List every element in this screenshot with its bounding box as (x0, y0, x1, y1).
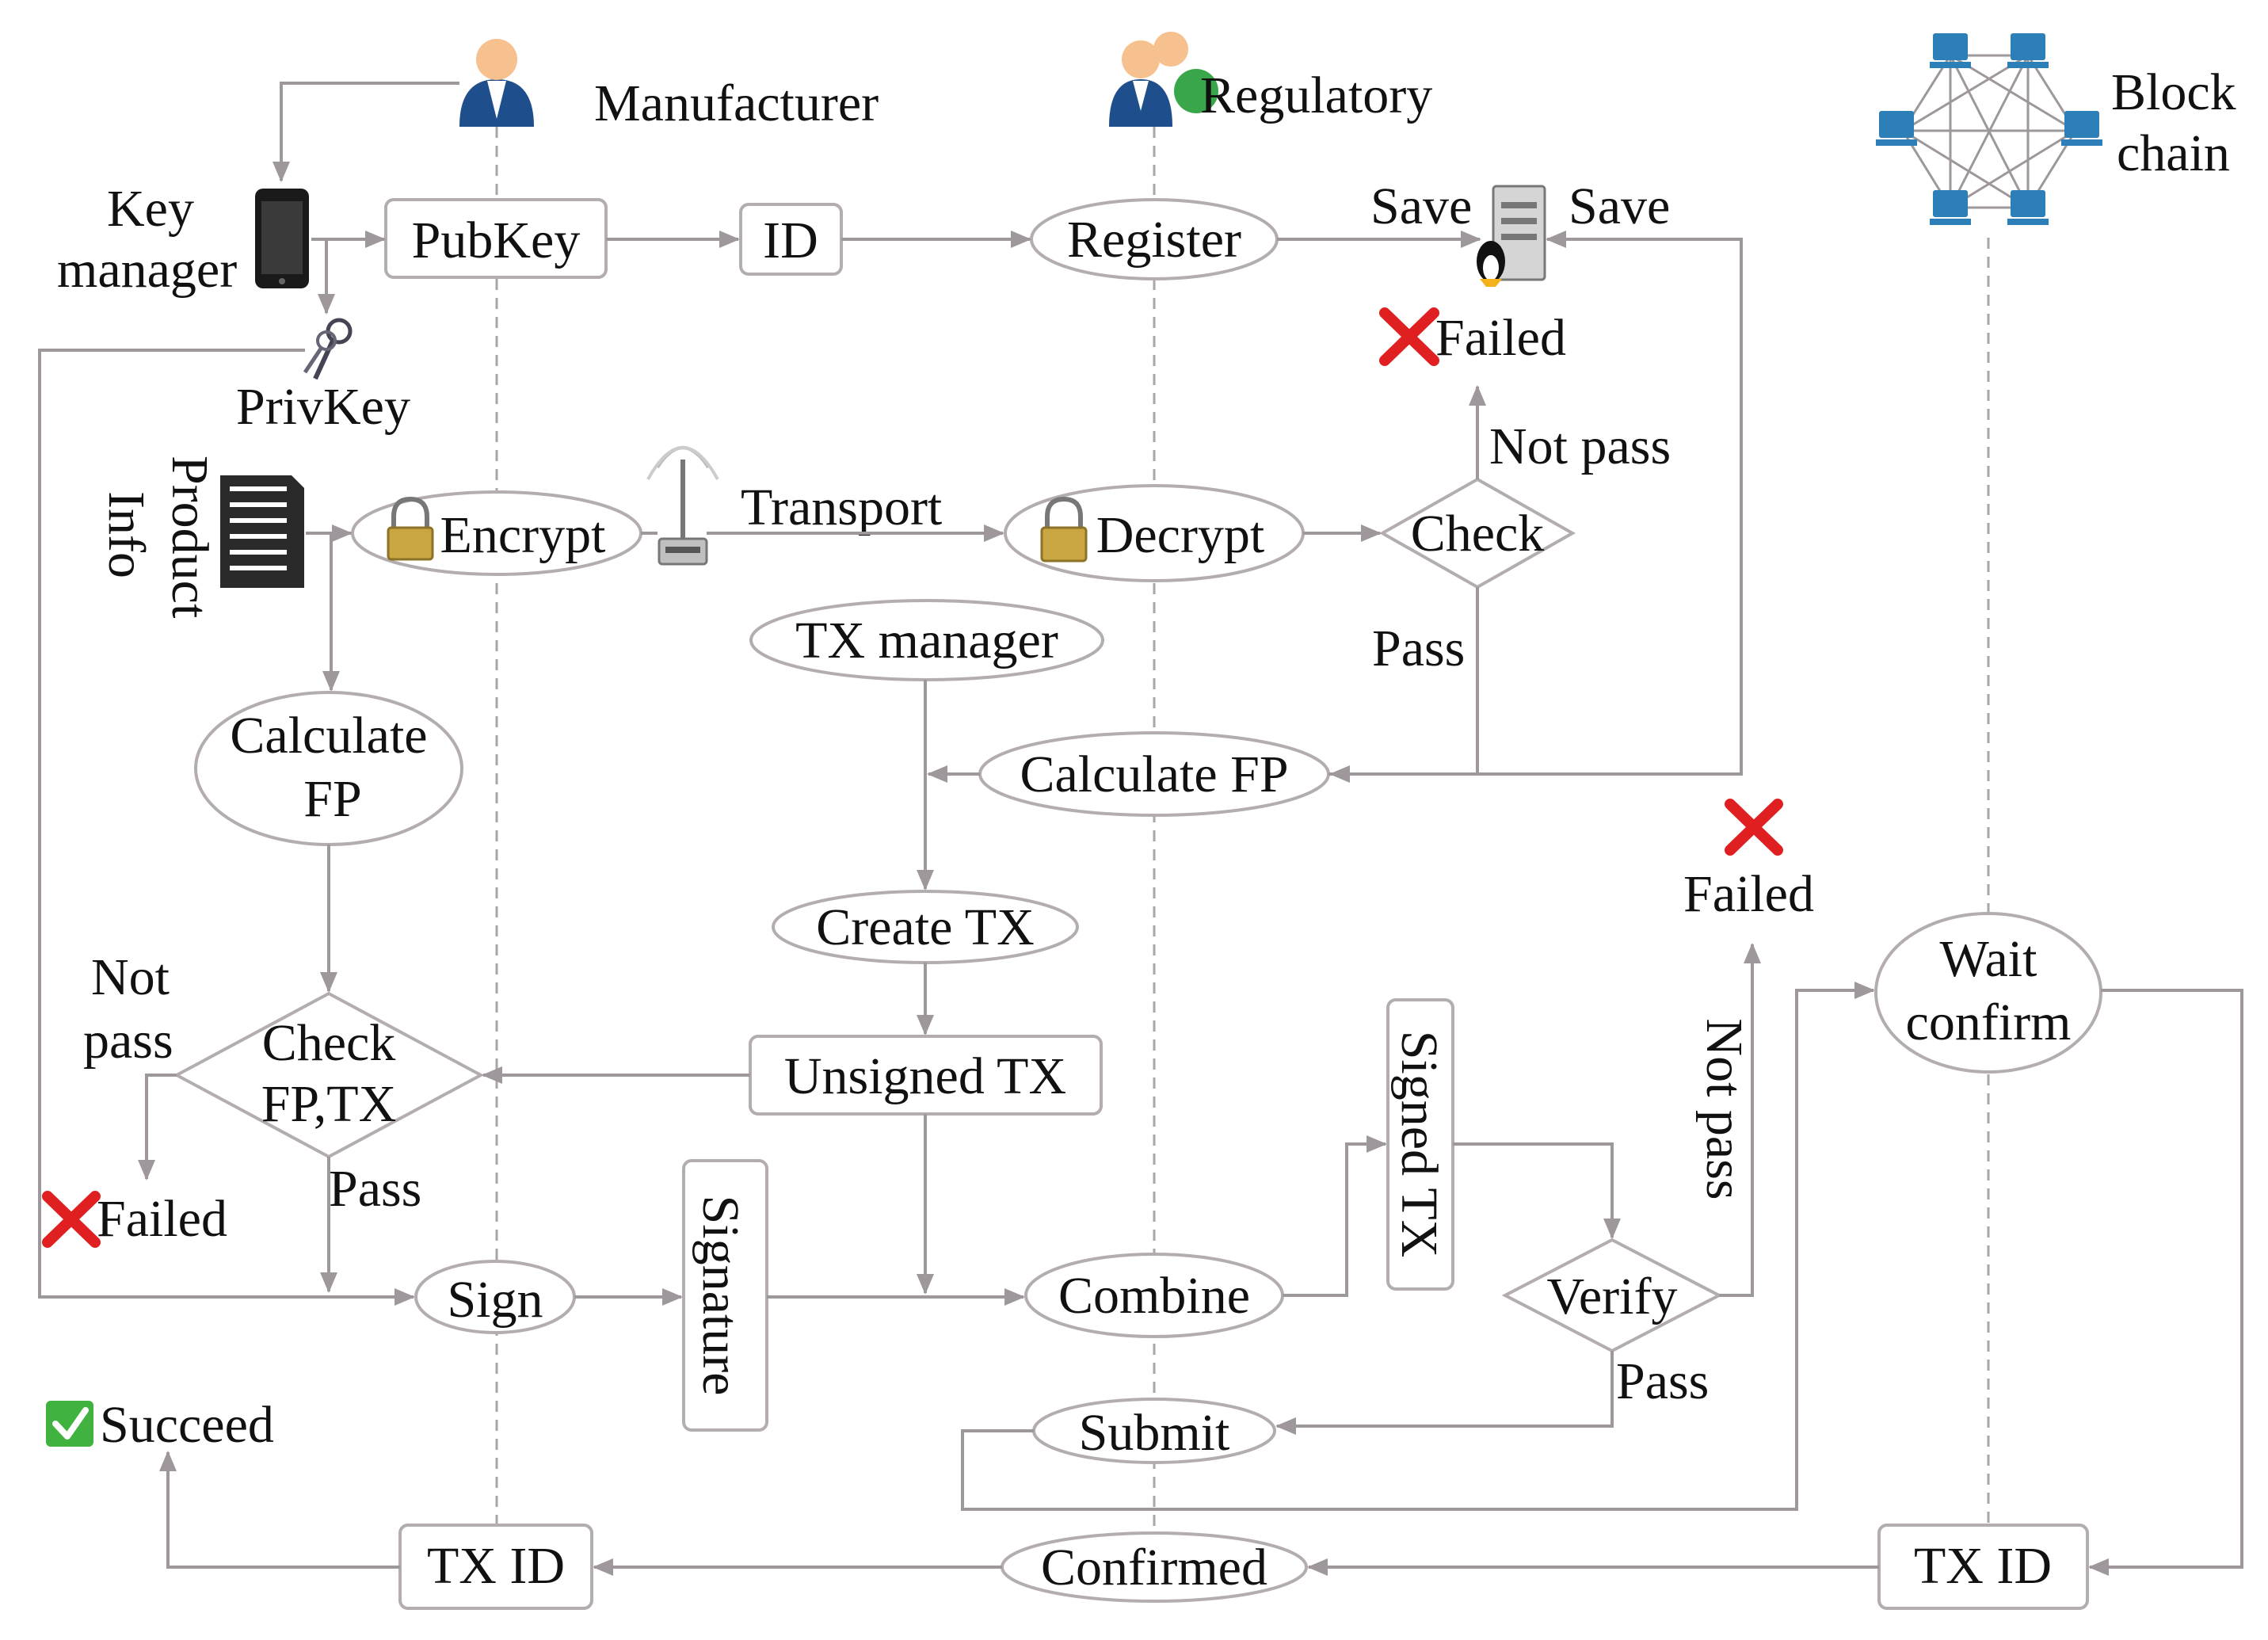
privkey-label: PrivKey (236, 378, 410, 436)
not-pass-top-label: Not pass (1489, 418, 1671, 475)
blockchain-network-icon (1876, 33, 2102, 225)
failed-right-label: Failed (1683, 865, 1814, 923)
tx-manager-label: TX manager (795, 612, 1058, 669)
key-manager-label-line2: manager (57, 241, 237, 299)
blockchain-label-line2: chain (2117, 124, 2230, 182)
pass-check-label: Pass (1372, 620, 1465, 677)
edge-verify-submit (1275, 1351, 1614, 1435)
register-label: Register (1067, 211, 1241, 269)
keys-icon (303, 318, 353, 380)
product-info-label-line1: Product (161, 456, 219, 618)
succeed-label: Succeed (100, 1396, 274, 1454)
edges (38, 82, 2243, 1576)
succeed-check-icon (46, 1401, 93, 1447)
edge-submit-waitconfirm (961, 982, 1875, 1511)
save-right-label: Save (1569, 177, 1670, 235)
calculate-fp-left-label-line1: Calculate (230, 707, 427, 765)
signature-label: Signature (692, 1196, 749, 1396)
unsigned-tx-label: Unsigned TX (784, 1047, 1066, 1105)
combine-label: Combine (1058, 1267, 1250, 1325)
save-left-label: Save (1370, 177, 1472, 235)
check-fp-tx-label-line2: FP,TX (261, 1075, 397, 1133)
calculate-fp-left-label-line2: FP (303, 770, 361, 828)
create-tx-label: Create TX (816, 898, 1035, 956)
failed-top-label: Failed (1435, 309, 1566, 367)
failed-x-icon (42, 1191, 101, 1248)
failed-x-icon (1379, 307, 1439, 366)
confirmed-label: Confirmed (1041, 1539, 1267, 1596)
manufacturer-label: Manufacturer (594, 74, 879, 132)
lock-icon (387, 496, 434, 561)
document-icon (220, 475, 304, 588)
lock-icon (1040, 496, 1088, 563)
sign-label: Sign (447, 1271, 543, 1329)
signed-tx-label: Signed TX (1390, 1031, 1448, 1258)
wait-confirm-ellipse (1874, 912, 2102, 1074)
edge-waitconfirm-txid (2088, 989, 2243, 1576)
tx-id-left-label: TX ID (427, 1537, 565, 1595)
not-pass-left-label-line1: Not (91, 948, 170, 1006)
edge-verify-failed (1719, 943, 1761, 1297)
key-manager-label-line1: Key (107, 180, 194, 238)
wireless-router-icon (646, 446, 719, 566)
pass-verify-label: Pass (1616, 1352, 1709, 1410)
edge-privkey-sign (38, 349, 415, 1306)
blockchain-label-line1: Block (2111, 63, 2236, 121)
id-label: ID (763, 212, 818, 269)
tx-id-right-label: TX ID (1914, 1537, 2052, 1595)
check-label: Check (1411, 505, 1545, 563)
edge-check-calcfp (1329, 587, 1479, 783)
failed-x-icon (1725, 799, 1783, 856)
manufacturer-person-icon (459, 39, 534, 127)
edge-calcfp-server (1328, 231, 1743, 776)
pass-left-label: Pass (329, 1160, 421, 1218)
edge-combine-signedtx (1283, 1135, 1387, 1297)
not-pass-left-label-line2: pass (83, 1012, 173, 1070)
pubkey-label: PubKey (412, 212, 581, 269)
regulatory-people-icon (1109, 32, 1218, 127)
edge-txid-succeed (159, 1451, 400, 1569)
edge-checkfptx-failed (138, 1074, 177, 1180)
transport-label: Transport (741, 479, 942, 536)
check-fp-tx-label-line1: Check (262, 1014, 396, 1072)
regulatory-label: Regulatory (1200, 67, 1432, 124)
product-info-label-line2: Info (97, 491, 155, 578)
edge-manufacturer-keymanager (273, 82, 459, 182)
server-linux-icon (1477, 185, 1546, 287)
wait-confirm-label-line1: Wait (1940, 930, 2037, 988)
submit-label: Submit (1079, 1404, 1230, 1462)
calculate-fp-mid-label: Calculate FP (1020, 746, 1288, 803)
verify-label: Verify (1547, 1268, 1678, 1325)
edge-signedtx-verify (1453, 1142, 1621, 1239)
wait-confirm-label-line2: confirm (1906, 994, 2072, 1051)
phone-icon (255, 189, 309, 288)
encrypt-label: Encrypt (440, 506, 606, 564)
decrypt-label: Decrypt (1096, 506, 1265, 564)
not-pass-verify-label: Not pass (1695, 1018, 1753, 1199)
failed-left-label: Failed (97, 1190, 227, 1248)
